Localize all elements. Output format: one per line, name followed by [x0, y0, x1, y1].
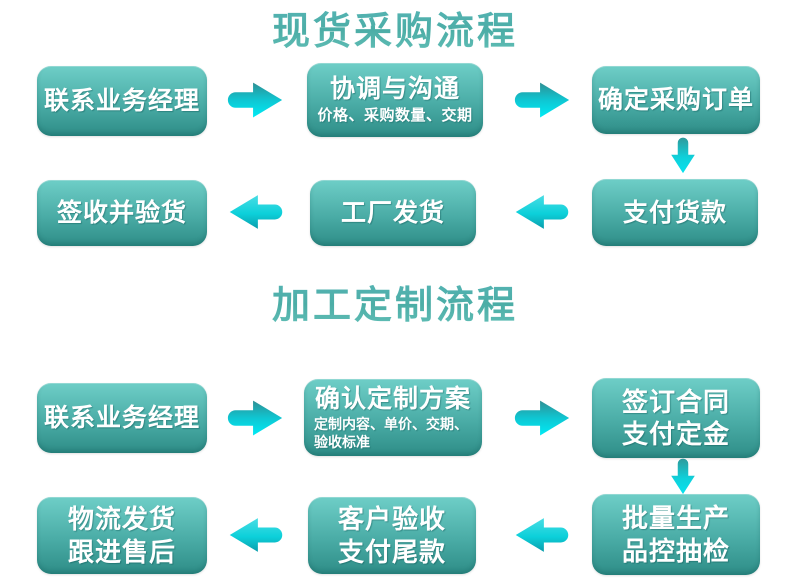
step-label: 确认定制方案 [314, 385, 471, 413]
step-label-line1: 签订合同 [621, 386, 730, 417]
arrow-right-icon [511, 392, 573, 449]
step-label-line2: 支付定金 [621, 419, 730, 449]
step-logistics-shipping-after-sales: 物流发货 跟进售后 [37, 497, 207, 574]
step-label: 支付货款 [622, 198, 727, 227]
step-label: 联系业务经理 [43, 87, 200, 115]
arrow-left-icon [226, 186, 286, 243]
step-label: 联系业务经理 [43, 404, 200, 432]
section-title-custom-processing-process: 加工定制流程 [0, 274, 790, 329]
arrow-right-icon [224, 74, 286, 131]
step-label-line2: 品控抽检 [621, 535, 730, 566]
step-pay-for-goods: 支付货款 [592, 179, 758, 246]
step-label-line1: 物流发货 [67, 504, 176, 534]
arrow-left-icon [512, 509, 572, 566]
section-title-spot-purchase-process: 现货采购流程 [0, 0, 790, 55]
step-coordinate-communicate: 协调与沟通 价格、采购数量、交期 [307, 63, 483, 137]
step-mass-production-quality-check: 批量生产 品控抽检 [592, 494, 760, 575]
step-sublabel: 价格、采购数量、交期 [317, 107, 473, 125]
step-sublabel-line1: 定制内容、单价、交期、 [314, 416, 468, 432]
step-sign-contract-pay-deposit: 签订合同 支付定金 [592, 378, 760, 458]
step-sign-and-inspect-goods: 签收并验货 [37, 180, 207, 246]
step-label: 协调与沟通 [329, 75, 460, 104]
step-label-line1: 客户验收 [337, 504, 446, 534]
step-contact-business-manager: 联系业务经理 [37, 66, 207, 136]
step-contact-business-manager: 联系业务经理 [37, 383, 207, 453]
arrow-right-icon [511, 74, 573, 131]
arrow-left-icon [512, 186, 572, 243]
arrow-down-icon [658, 135, 708, 182]
step-confirm-customization-plan: 确认定制方案 定制内容、单价、交期、 验收标准 [304, 379, 482, 456]
step-label-line2: 跟进售后 [67, 536, 176, 567]
step-customer-acceptance-pay-balance: 客户验收 支付尾款 [308, 497, 476, 574]
step-label-line2: 支付尾款 [337, 536, 446, 567]
arrow-left-icon [226, 509, 286, 566]
step-label: 工厂发货 [340, 199, 445, 227]
step-label: 签收并验货 [56, 199, 187, 227]
step-confirm-purchase-order: 确定采购订单 [592, 66, 760, 134]
step-label-line1: 批量生产 [621, 503, 730, 533]
step-sublabel-line2: 验收标准 [314, 433, 370, 450]
arrow-right-icon [224, 392, 286, 449]
step-label: 确定采购订单 [597, 86, 754, 114]
step-factory-shipment: 工厂发货 [310, 180, 476, 246]
arrow-down-icon [658, 456, 708, 503]
